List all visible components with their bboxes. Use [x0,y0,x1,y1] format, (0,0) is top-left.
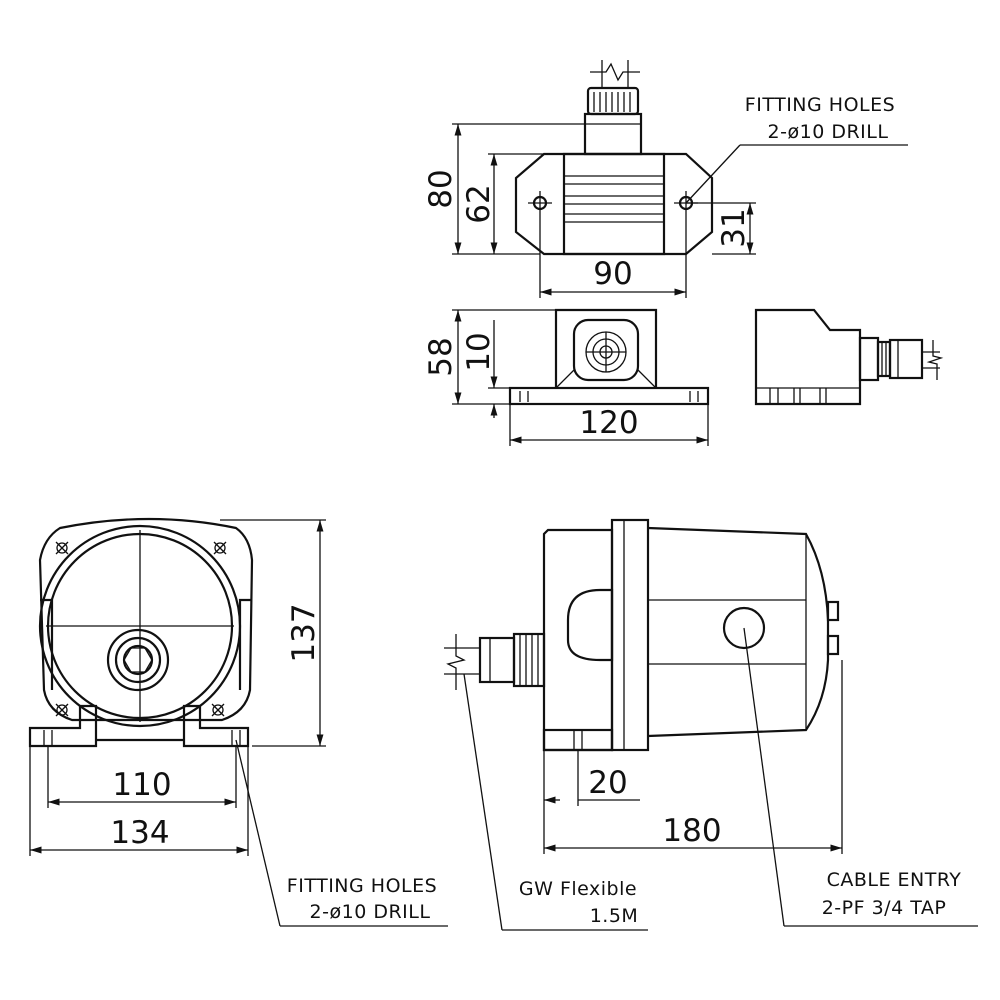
hose-callout-line2: 1.5M [590,905,639,927]
top-fitting-hole-left [528,191,552,215]
end-screw-tr [213,541,227,555]
dim-20-label: 20 [588,765,627,801]
dim-80: 80 [423,123,585,255]
top-cable-stub [583,60,643,156]
end-screw-bl [55,703,69,717]
dim-120-label: 120 [579,405,638,441]
side-view-small [754,308,944,406]
dim-134: 134 [29,746,249,856]
dim-58-label: 58 [423,337,459,376]
dim-62: 62 [461,153,544,254]
cable-callout-line1: CABLE ENTRY [827,869,962,891]
dim-137: 137 [220,519,326,747]
end-callout-line2: 2-ø10 DRILL [310,901,431,923]
end-screw-br [211,703,225,717]
dim-110-label: 110 [112,767,171,803]
dim-90-label: 90 [593,256,632,292]
end-fitting-holes-callout: FITTING HOLES 2-ø10 DRILL [235,739,448,927]
dim-62-label: 62 [461,184,497,223]
front-small-fan-grille [585,331,627,373]
dim-10-label: 10 [461,332,497,371]
end-screw-tl [55,541,69,555]
dim-120: 120 [509,404,709,446]
hose-callout: GW Flexible 1.5M [463,673,648,931]
top-callout-line2: 2-ø10 DRILL [768,121,889,143]
dim-134-label: 134 [110,815,169,851]
hose-callout-line1: GW Flexible [519,878,637,900]
dim-31: 31 [686,202,756,255]
dim-80-label: 80 [423,169,459,208]
dim-110: 110 [47,746,237,808]
dim-58: 58 [423,309,556,405]
front-view-small: 58 10 120 [423,308,710,446]
top-fitting-holes-callout: FITTING HOLES 2-ø10 DRILL [685,94,908,204]
dim-31-label: 31 [716,208,752,247]
side-view: 20 180 CABLE ENTRY 2-PF 3/4 TAP GW Flexi… [444,518,978,931]
top-callout-line1: FITTING HOLES [745,94,895,116]
dim-180: 180 [543,660,843,854]
dim-90: 90 [539,215,687,298]
side-small-cable-gland [858,336,944,382]
end-hub [106,628,170,692]
cable-entry-hole [722,606,766,650]
dim-10: 10 [461,320,510,418]
side-cable-gland [444,632,546,690]
end-foot-left [28,704,98,748]
dim-20: 20 [543,750,640,806]
end-view: 137 110 134 FITTING HOLES 2-ø10 DRILL [28,517,448,927]
dim-180-label: 180 [662,813,721,849]
dim-137-label: 137 [286,603,322,662]
end-callout-line1: FITTING HOLES [287,875,437,897]
cable-entry-callout: CABLE ENTRY 2-PF 3/4 TAP [743,627,978,927]
cable-callout-line2: 2-PF 3/4 TAP [822,897,947,919]
top-view: 80 62 31 90 FITTING HOLES 2-ø10 DRILL [423,60,908,298]
